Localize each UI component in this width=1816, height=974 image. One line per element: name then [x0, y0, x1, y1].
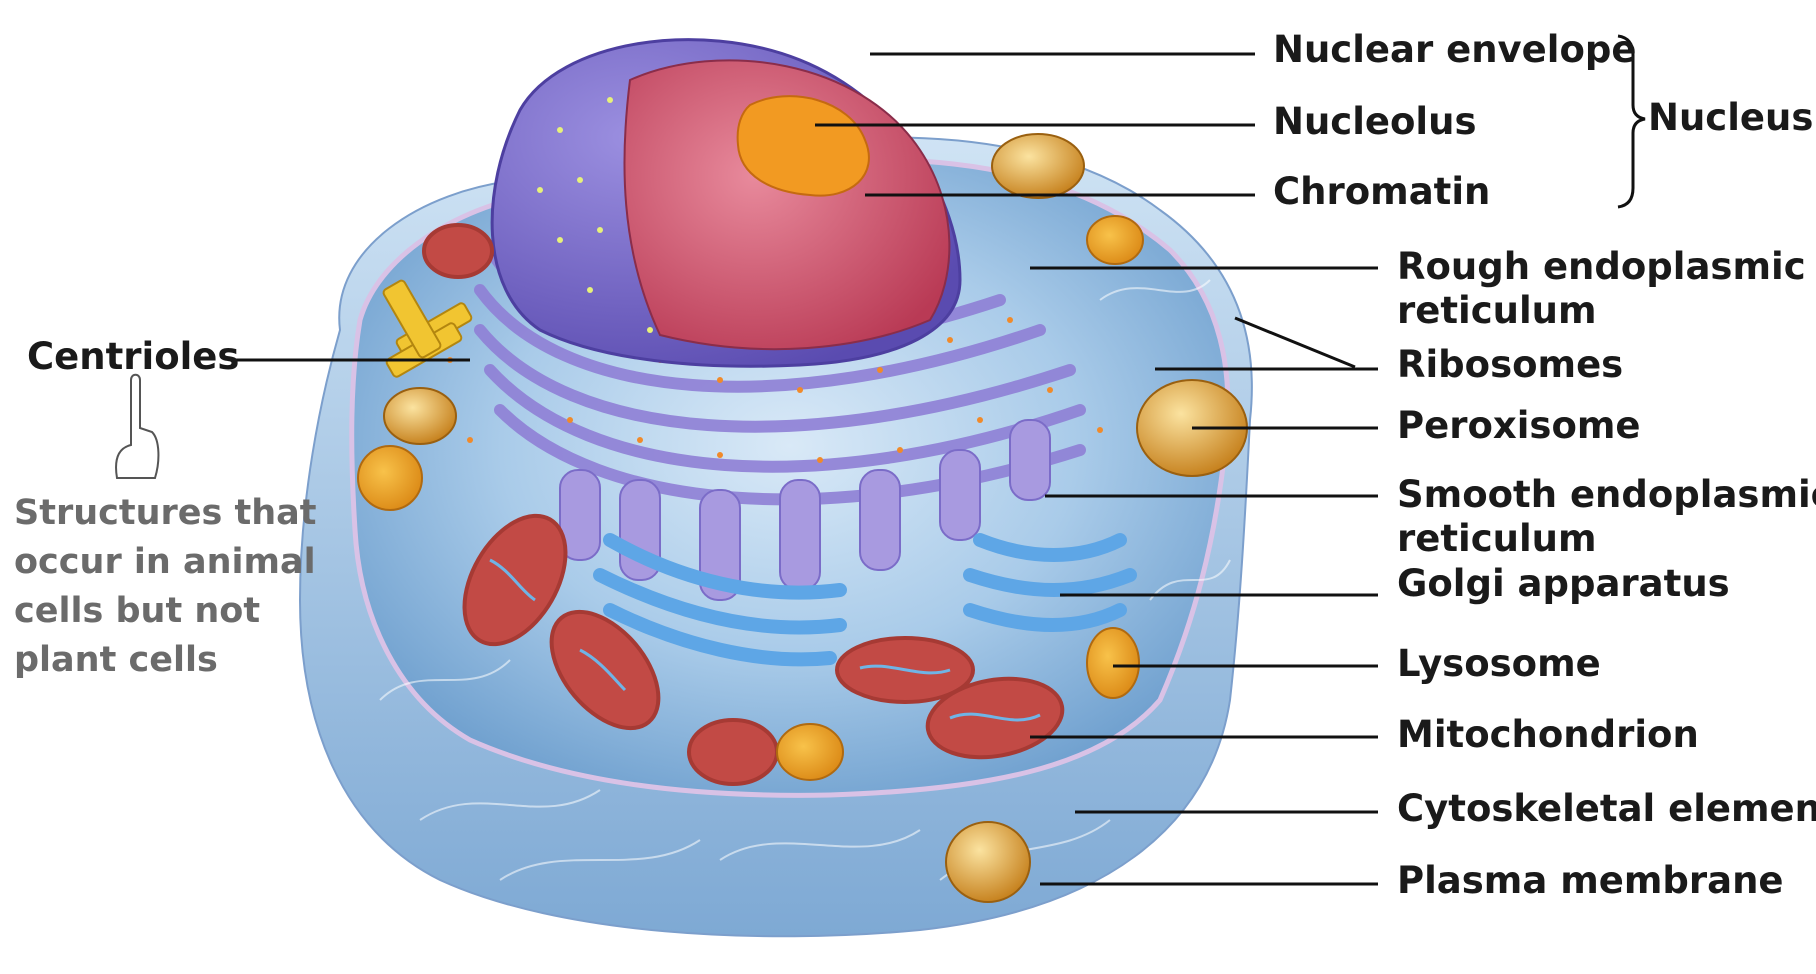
- label-smooth-er-line1: Smooth endoplasmic: [1397, 473, 1816, 517]
- label-rough-er: Rough endoplasmic reticulum: [1397, 245, 1806, 333]
- note-line-1: Structures that: [14, 489, 317, 538]
- label-plasma-membrane: Plasma membrane: [1397, 859, 1784, 903]
- label-peroxisome: Peroxisome: [1397, 404, 1641, 448]
- label-mitochondrion: Mitochondrion: [1397, 713, 1699, 757]
- animal-only-note: Structures that occur in animal cells bu…: [14, 489, 317, 685]
- label-lysosome: Lysosome: [1397, 642, 1601, 686]
- label-ribosomes: Ribosomes: [1397, 343, 1623, 387]
- label-smooth-er-line2: reticulum: [1397, 517, 1816, 561]
- label-cytoskeletal-element: Cytoskeletal element: [1397, 787, 1816, 831]
- label-nucleus: Nucleus: [1648, 96, 1813, 140]
- label-nucleolus: Nucleolus: [1273, 100, 1476, 144]
- label-rough-er-line1: Rough endoplasmic: [1397, 245, 1806, 289]
- pointing-hand-icon: [116, 375, 158, 478]
- label-golgi-apparatus: Golgi apparatus: [1397, 562, 1730, 606]
- note-line-4: plant cells: [14, 636, 317, 685]
- note-line-3: cells but not: [14, 587, 317, 636]
- label-chromatin: Chromatin: [1273, 170, 1490, 214]
- label-smooth-er: Smooth endoplasmic reticulum: [1397, 473, 1816, 561]
- label-rough-er-line2: reticulum: [1397, 289, 1806, 333]
- note-line-2: occur in animal: [14, 538, 317, 587]
- label-nuclear-envelope: Nuclear envelope: [1273, 28, 1636, 72]
- label-centrioles: Centrioles: [27, 335, 239, 379]
